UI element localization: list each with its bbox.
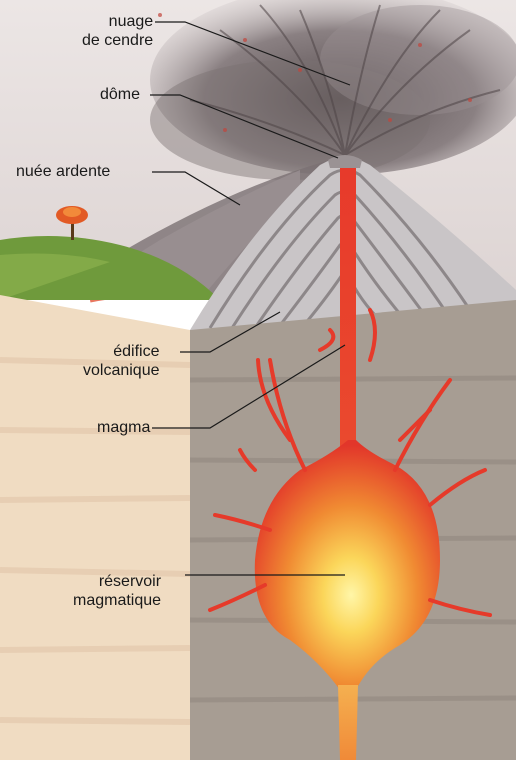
label-magma-chamber-line2: magmatique — [73, 591, 161, 610]
label-ash-cloud-line2: de cendre — [82, 31, 153, 50]
ash-cloud — [150, 0, 516, 180]
magma-feeder — [338, 685, 358, 760]
label-volcanic-edifice-line2: volcanique — [83, 361, 160, 380]
label-ash-cloud: nuage de cendre — [82, 12, 153, 50]
label-magma-chamber-line1: réservoir — [73, 572, 161, 591]
label-pyroclastic-flow: nuée ardente — [16, 162, 110, 181]
label-magma: magma — [97, 418, 150, 437]
label-dome: dôme — [100, 85, 140, 104]
label-magma-chamber: réservoir magmatique — [73, 572, 161, 610]
label-ash-cloud-line1: nuage — [82, 12, 153, 31]
label-volcanic-edifice-line1: édifice — [83, 342, 160, 361]
magma-conduit — [340, 168, 356, 458]
label-volcanic-edifice: édifice volcanique — [83, 342, 160, 380]
